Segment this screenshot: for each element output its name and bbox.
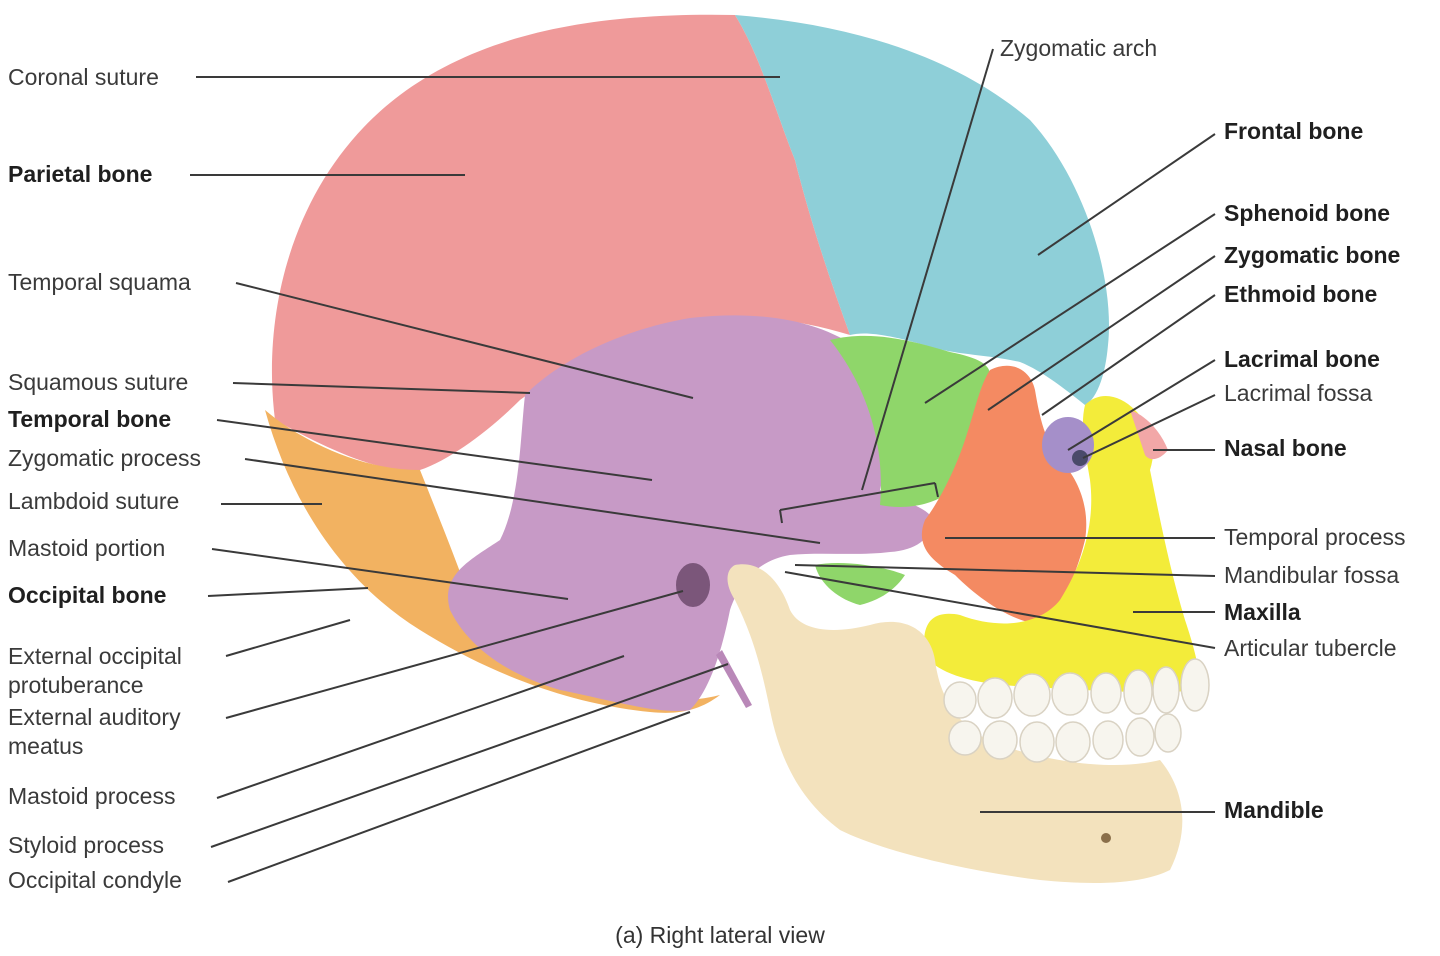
- tooth: [1180, 658, 1210, 712]
- leader-line-sphenoid-bone: [924, 213, 1216, 404]
- leader-line-zygomatic-arch: [861, 48, 994, 491]
- label-coronal-suture: Coronal suture: [8, 64, 159, 90]
- label-zygomatic-process: Zygomatic process: [8, 445, 202, 471]
- label-ethmoid-bone: Ethmoid bone: [1224, 281, 1378, 307]
- styloid-process-shape: [716, 650, 752, 708]
- leader-line-temporal-bone: [216, 419, 653, 481]
- nasal-bone-shape: [1130, 410, 1168, 460]
- external-auditory-meatus-shape: [676, 563, 710, 607]
- mental-foramen: [1101, 833, 1111, 843]
- label-temporal-process: Temporal process: [1224, 524, 1406, 550]
- tooth: [1090, 672, 1122, 714]
- leader-line-zygomatic-arch-bracket-end: [934, 482, 939, 498]
- tooth: [1019, 721, 1055, 763]
- leader-line-zygomatic-process: [244, 458, 821, 544]
- label-mandibular-fossa: Mandibular fossa: [1224, 562, 1400, 588]
- parietal-bone-shape: [271, 14, 851, 471]
- leader-line-zygomatic-bone: [987, 255, 1216, 411]
- leader-line-zygomatic-arch-bracket-bar: [779, 482, 936, 511]
- leader-line-external-auditory-meatus: [225, 590, 684, 719]
- label-parietal-bone: Parietal bone: [8, 161, 153, 187]
- label-occipital-bone: Occipital bone: [8, 582, 167, 608]
- maxilla-shape: [924, 395, 1200, 693]
- leader-line-ethmoid-bone: [1041, 294, 1216, 416]
- label-zygomatic-arch: Zygomatic arch: [1000, 35, 1158, 61]
- leader-line-mastoid-portion: [211, 548, 569, 600]
- label-temporal-squama: Temporal squama: [8, 269, 191, 295]
- leader-line-lacrimal-fossa: [1082, 394, 1216, 459]
- label-lacrimal-fossa: Lacrimal fossa: [1224, 380, 1373, 406]
- label-mastoid-process: Mastoid process: [8, 783, 176, 809]
- tooth: [948, 720, 982, 756]
- tooth: [1123, 669, 1153, 715]
- label-occipital-condyle: Occipital condyle: [8, 867, 182, 893]
- tooth: [982, 720, 1018, 760]
- tooth: [1152, 666, 1180, 714]
- leader-line-occipital-bone: [207, 587, 369, 597]
- zygomatic-bone-shape: [921, 365, 1087, 625]
- label-external-occipital-protuberance: External occipital protuberance: [8, 643, 182, 698]
- leader-line-frontal-bone: [1037, 133, 1216, 256]
- leader-line-zygomatic-arch-bracket: [779, 509, 783, 524]
- tooth: [1154, 713, 1182, 753]
- sphenoid-lower-shape: [815, 563, 905, 605]
- label-zygomatic-bone: Zygomatic bone: [1224, 242, 1401, 268]
- lacrimal-bone-shape: [1042, 417, 1094, 473]
- label-squamous-suture: Squamous suture: [8, 369, 189, 395]
- figure-caption: (a) Right lateral view: [615, 922, 825, 948]
- leader-line-styloid-process: [210, 663, 729, 848]
- label-sphenoid-bone: Sphenoid bone: [1224, 200, 1391, 226]
- label-maxilla: Maxilla: [1224, 599, 1301, 625]
- tooth: [1051, 672, 1089, 716]
- label-nasal-bone: Nasal bone: [1224, 435, 1347, 461]
- leader-line-articular-tubercle: [784, 571, 1216, 649]
- teeth-group: [943, 658, 1210, 763]
- frontal-bone-shape: [735, 15, 1110, 405]
- label-lambdoid-suture: Lambdoid suture: [8, 488, 180, 514]
- label-mandible: Mandible: [1224, 797, 1324, 823]
- leader-line-lacrimal-bone: [1067, 359, 1216, 451]
- label-frontal-bone: Frontal bone: [1224, 118, 1364, 144]
- occipital-bone-shape: [265, 410, 720, 713]
- tooth: [1125, 717, 1155, 757]
- label-temporal-bone: Temporal bone: [8, 406, 172, 432]
- tooth: [977, 677, 1013, 719]
- label-articular-tubercle: Articular tubercle: [1224, 635, 1397, 661]
- leader-line-squamous-suture: [232, 382, 531, 394]
- leader-line-temporal-squama: [235, 282, 694, 399]
- tooth: [1013, 673, 1051, 717]
- leader-line-occipital-condyle: [227, 711, 691, 883]
- leader-line-mandibular-fossa: [794, 564, 1216, 577]
- tooth: [1092, 720, 1124, 760]
- tooth: [1055, 721, 1091, 763]
- label-external-auditory-meatus: External auditory meatus: [8, 704, 181, 759]
- leader-line-external-occipital-protuberance: [225, 619, 351, 657]
- sphenoid-bone-shape: [830, 335, 990, 507]
- label-mastoid-portion: Mastoid portion: [8, 535, 166, 561]
- label-lacrimal-bone: Lacrimal bone: [1224, 346, 1380, 372]
- lacrimal-fossa-shape: [1072, 450, 1088, 466]
- leader-line-mastoid-process: [216, 655, 625, 799]
- label-styloid-process: Styloid process: [8, 832, 164, 858]
- temporal-bone-shape: [448, 315, 931, 711]
- mandible-shape: [727, 564, 1183, 883]
- tooth: [943, 681, 977, 719]
